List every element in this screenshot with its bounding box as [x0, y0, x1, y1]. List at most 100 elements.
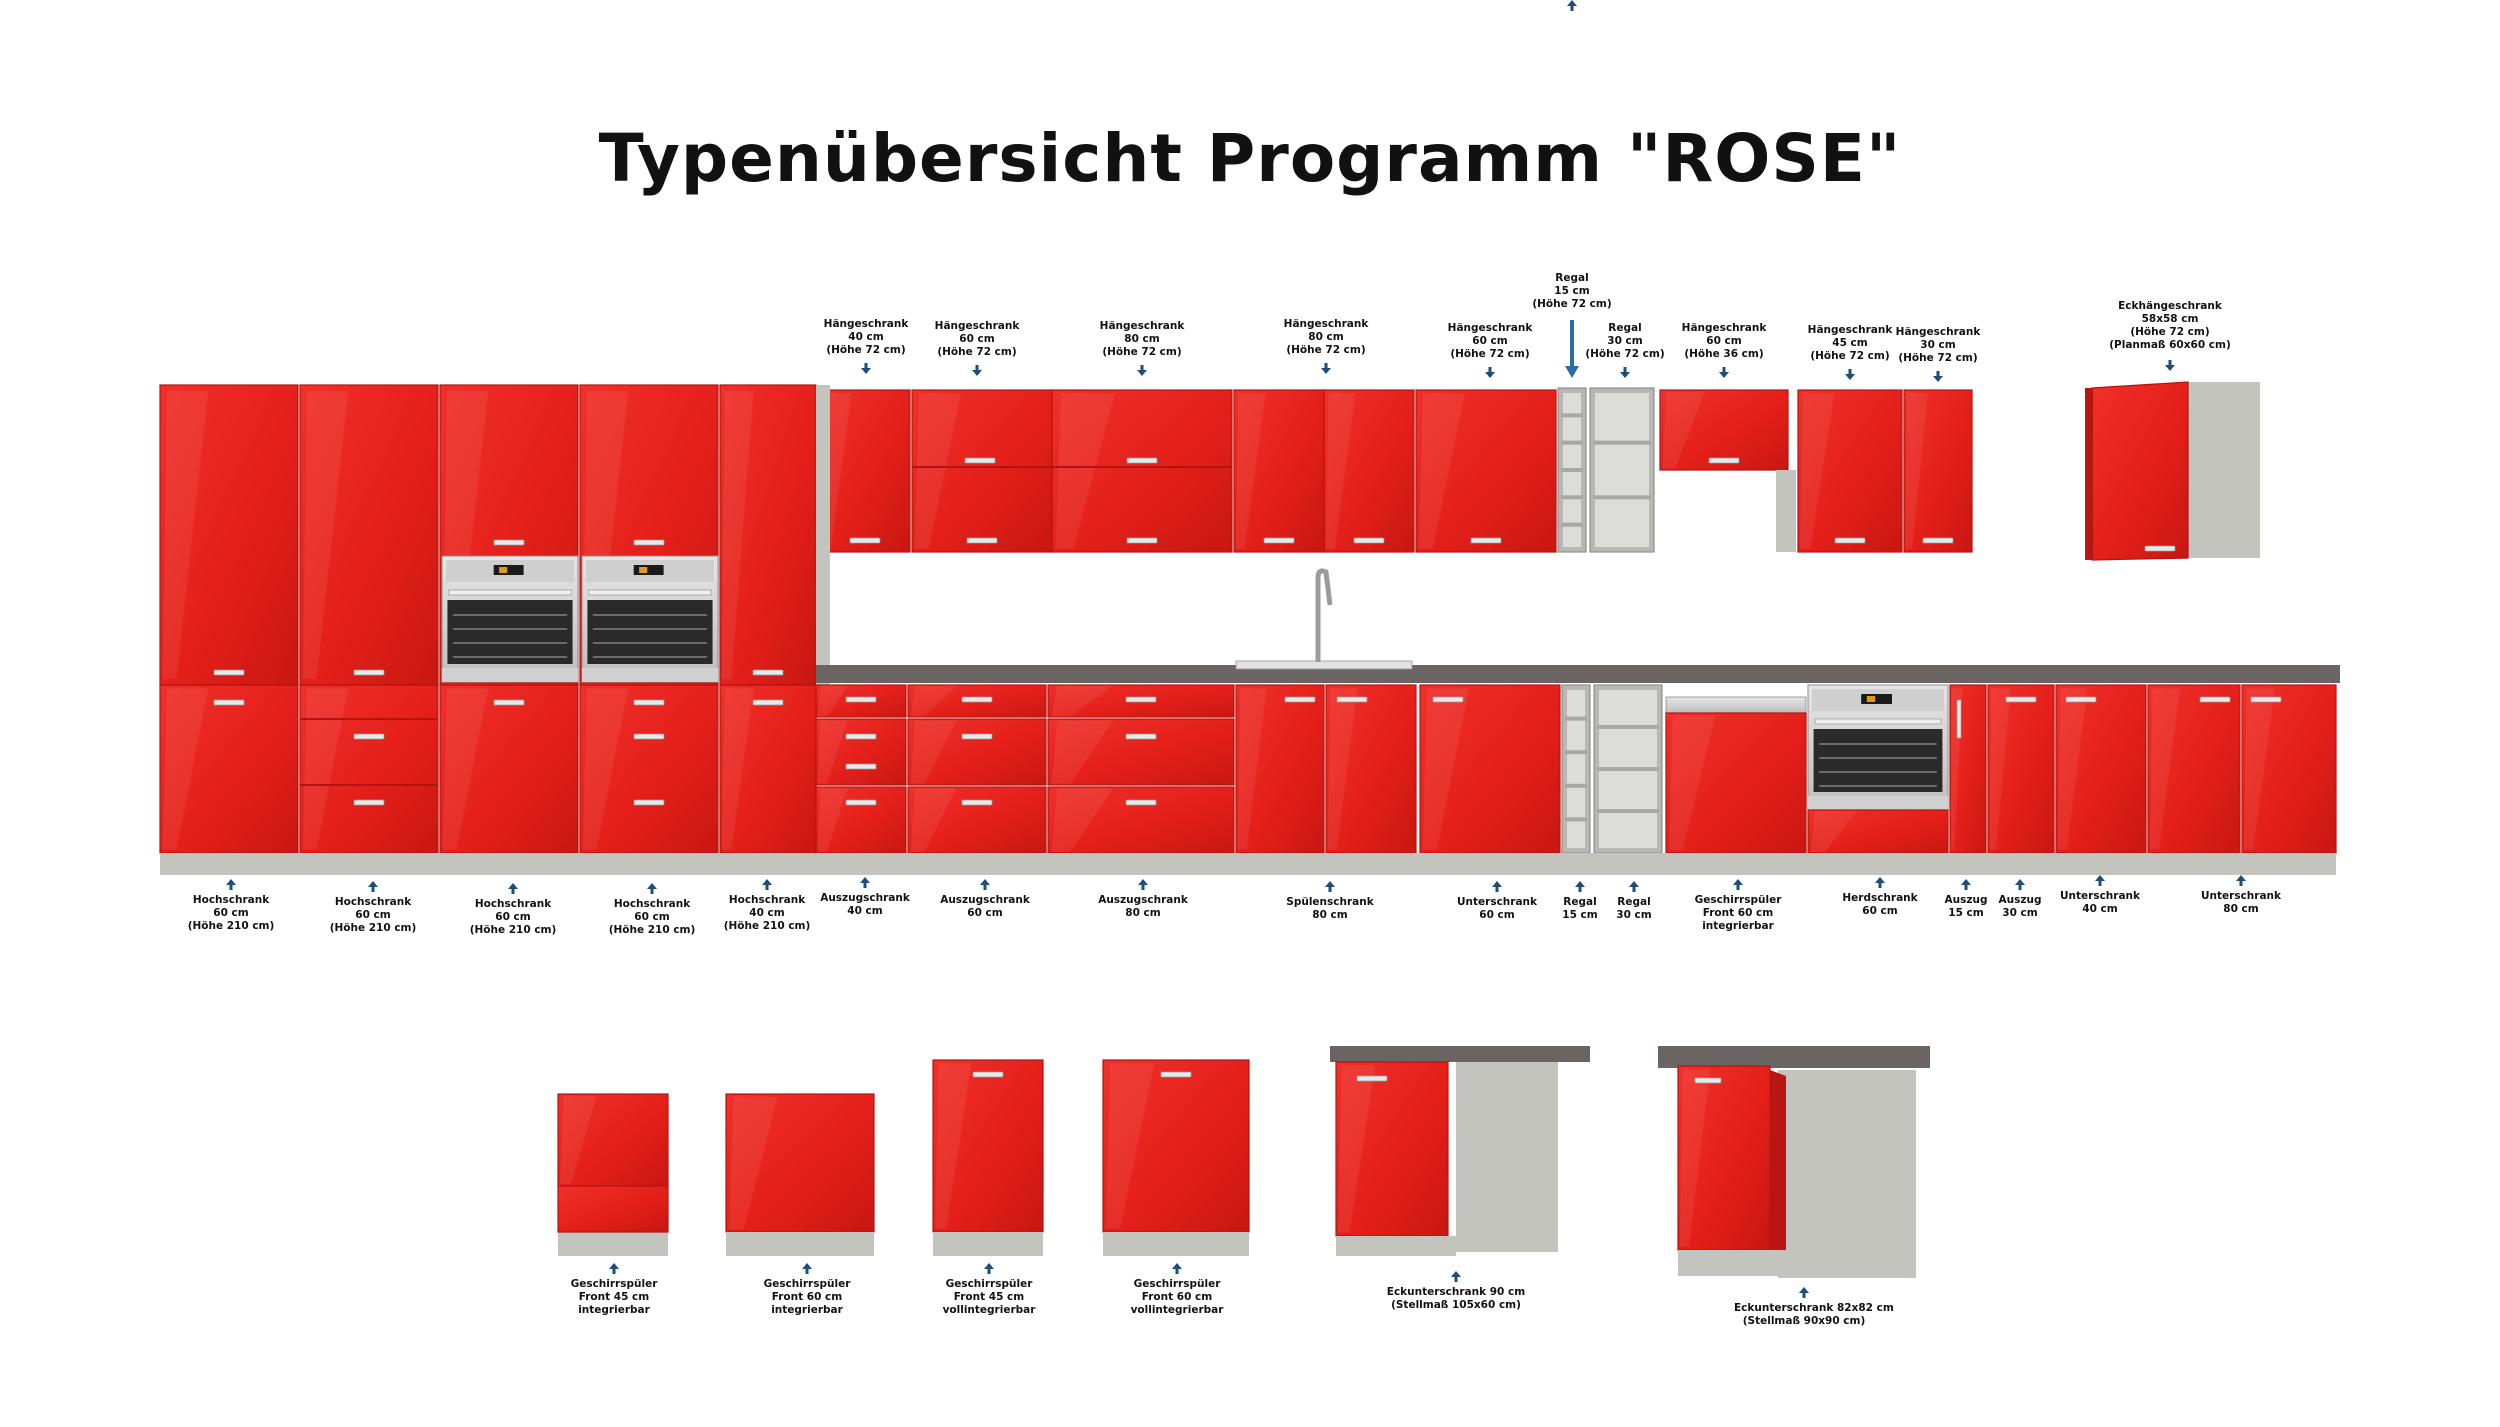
- label-line: 58x58 cm: [2141, 313, 2199, 325]
- shelf-board: [1565, 750, 1587, 755]
- arrow-shaft: [1488, 367, 1492, 373]
- arrow-head: [1620, 372, 1630, 378]
- arrow-head: [1575, 881, 1585, 887]
- handle: [1694, 1077, 1722, 1084]
- tall-cabinet-lower: [159, 684, 299, 854]
- label-line: 40 cm: [847, 905, 883, 917]
- label-line: (Höhe 72 cm): [1102, 346, 1182, 358]
- label-line: 30 cm: [1920, 339, 1956, 351]
- arrow-head: [1933, 376, 1943, 382]
- arrow-shaft: [983, 884, 987, 890]
- dishwasher-front-60: [725, 1093, 875, 1233]
- drawer-split: [300, 718, 438, 720]
- oven-rack: [452, 614, 568, 616]
- arrow-shaft: [371, 886, 375, 892]
- gloss-reflection: [721, 391, 754, 679]
- arrow-shaft: [1878, 882, 1882, 888]
- label-line: vollintegrierbar: [942, 1304, 1036, 1316]
- corner-wall-edge: [2085, 388, 2093, 560]
- label-line: integrierbar: [771, 1304, 843, 1316]
- handle: [845, 763, 877, 770]
- label-line: Unterschrank: [1457, 896, 1537, 908]
- handle: [752, 699, 784, 706]
- handle: [1353, 537, 1385, 544]
- label-line: Auszugschrank: [940, 894, 1030, 906]
- gloss-reflection: [1422, 688, 1469, 850]
- arrow-shaft: [1324, 363, 1328, 369]
- label-line: (Höhe 36 cm): [1684, 348, 1764, 360]
- label-line: 40 cm: [848, 331, 884, 343]
- handle: [961, 799, 993, 806]
- handle: [964, 457, 996, 464]
- label-line: 15 cm: [1562, 909, 1598, 921]
- handle: [633, 733, 665, 740]
- label-line: 40 cm: [749, 907, 785, 919]
- arrow-shaft: [511, 888, 515, 894]
- tall-cabinet-upper: [159, 384, 299, 686]
- label-line: integrierbar: [578, 1304, 650, 1316]
- oven-rack: [1819, 785, 1937, 787]
- corner82-carcass: [1778, 1070, 1916, 1278]
- label-line: (Stellmaß 105x60 cm): [1391, 1299, 1521, 1311]
- handle: [961, 696, 993, 703]
- handle: [1834, 537, 1866, 544]
- oven-base: [1808, 796, 1948, 810]
- pullout-handle: [1956, 699, 1962, 739]
- label-line: (Höhe 210 cm): [608, 924, 696, 936]
- arrow-shaft: [2239, 880, 2243, 886]
- arrow-shaft: [229, 884, 233, 890]
- arrow-shaft: [975, 365, 979, 371]
- label-line: (Höhe 72 cm): [2130, 326, 2210, 338]
- gloss-reflection: [1905, 393, 1928, 549]
- handle: [353, 669, 385, 676]
- arrow-head: [1567, 0, 1577, 6]
- oven-rack: [452, 628, 568, 630]
- arrow-head: [1799, 1287, 1809, 1293]
- arrow-shaft: [1623, 367, 1627, 373]
- handle: [966, 537, 998, 544]
- handle: [1284, 696, 1316, 703]
- label-line: Geschirrspüler: [1694, 894, 1782, 906]
- gloss-reflection: [1989, 688, 2012, 850]
- label-line: Hängeschrank: [1807, 324, 1893, 336]
- oven-rack: [1819, 771, 1937, 773]
- gloss-reflection: [582, 688, 629, 850]
- label-line: Geschirrspüler: [763, 1278, 851, 1290]
- oven-rack: [452, 656, 568, 658]
- plinth: [816, 853, 2336, 875]
- gloss-reflection: [1800, 393, 1835, 549]
- corner82-side-door: [1770, 1070, 1786, 1256]
- label-line: (Höhe 72 cm): [1810, 350, 1890, 362]
- label-line: Regal: [1617, 896, 1651, 908]
- label-line: Hochschrank: [334, 896, 412, 908]
- arrow-head: [368, 881, 378, 887]
- handle: [2250, 696, 2282, 703]
- label-line: 15 cm: [1948, 907, 1984, 919]
- label-b11: Regal 15 cm: [1510, 896, 1650, 922]
- wall-cabinet-door: [1233, 389, 1325, 553]
- plinth: [160, 853, 816, 875]
- gloss-reflection: [1327, 688, 1358, 850]
- dishwasher-panel: [1665, 696, 1807, 714]
- tall-cabinet-upper: [299, 384, 439, 686]
- label-line: (Höhe 72 cm): [1532, 298, 1612, 310]
- arrow-shaft: [1141, 884, 1145, 890]
- label-line: Regal: [1555, 272, 1589, 284]
- label-line: (Höhe 210 cm): [187, 920, 275, 932]
- handle: [1336, 696, 1368, 703]
- label-line: (Stellmaß 90x90 cm): [1742, 1315, 1866, 1327]
- shelf-board: [1593, 440, 1651, 445]
- arrow-head: [1137, 370, 1147, 376]
- label-line: 60 cm: [634, 911, 670, 923]
- label-line: Herdschrank: [1842, 892, 1918, 904]
- tall-cabinets: [159, 384, 830, 875]
- gloss-reflection: [721, 688, 754, 850]
